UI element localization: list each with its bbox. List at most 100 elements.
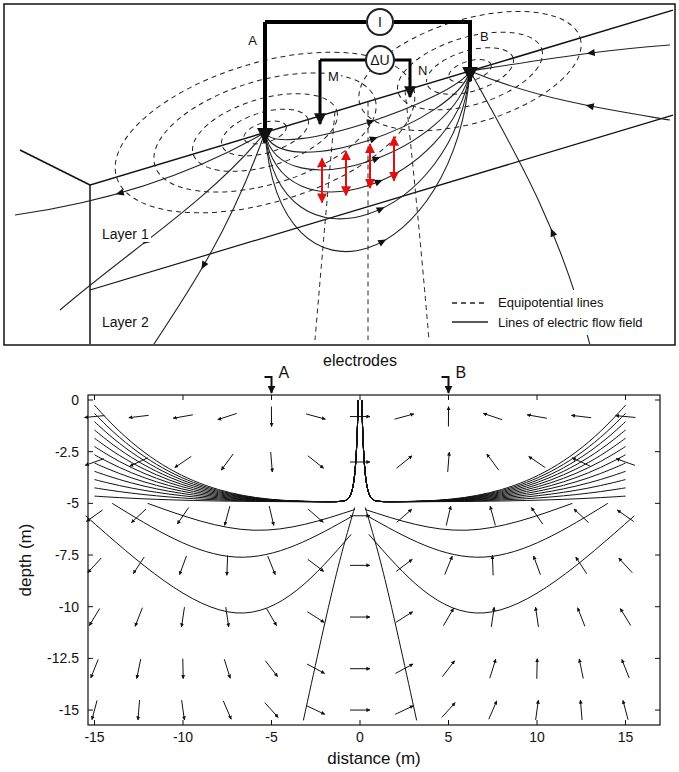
legend-entry: Equipotential lines: [450, 293, 643, 313]
field-vector: [487, 454, 499, 470]
field-vector: [223, 701, 231, 719]
field-curve: [95, 400, 359, 502]
field-curve: [95, 400, 359, 502]
field-vector: [445, 556, 452, 575]
field-vector: [266, 608, 276, 625]
equipotential-line: [388, 17, 551, 125]
field-vector: [536, 607, 539, 627]
red-double-arrow: [345, 151, 347, 195]
field-vector: [182, 607, 185, 627]
flow-arrowhead: [586, 49, 595, 57]
field-vector: [350, 617, 370, 618]
field-vector: [489, 701, 497, 719]
equipotential-line: [405, 91, 429, 341]
field-vector: [226, 607, 229, 627]
equipotential-line: [345, 5, 595, 154]
field-plot: [85, 395, 660, 725]
legend-sample: [450, 317, 490, 327]
field-curve: [95, 400, 359, 502]
field-vector: [442, 703, 455, 718]
field-vector: [307, 706, 325, 715]
field-curve: [369, 516, 634, 613]
flow-line: [60, 133, 265, 311]
electrode-label: A: [277, 364, 292, 382]
legend-text: Lines of electric flow field: [498, 313, 643, 333]
meter-circle: ΔU: [365, 45, 395, 75]
equipotential-line: [315, 112, 335, 341]
field-vector: [135, 608, 142, 627]
red-double-arrow: [321, 158, 323, 202]
field-vector: [572, 458, 590, 466]
field-vector: [268, 556, 275, 575]
field-vector: [442, 661, 454, 677]
field-vector: [536, 659, 537, 679]
tick-label: 5: [443, 729, 455, 745]
flow-line: [15, 133, 265, 216]
legend-entry: Lines of electric flow field: [450, 313, 643, 333]
tick-mark: [537, 395, 538, 725]
electrode-wire: [265, 22, 366, 143]
red-double-arrow: [393, 137, 395, 181]
field-curve: [362, 400, 626, 502]
field-vector: [534, 556, 541, 575]
tick-mark: [625, 395, 626, 725]
field-curve: [148, 503, 355, 530]
field-curve: [86, 516, 352, 613]
legend: Equipotential linesLines of electric flo…: [444, 290, 649, 335]
field-vector: [271, 407, 272, 427]
field-vector: [137, 659, 141, 679]
field-vector: [395, 706, 413, 715]
tick-mark: [88, 606, 660, 607]
tick-mark: [360, 395, 361, 725]
field-vector: [620, 608, 630, 625]
legend-line: [452, 322, 488, 323]
field-vector: [221, 454, 233, 470]
layer-label: Layer 1: [100, 226, 151, 242]
panel-frame: [4, 4, 675, 345]
field-curve: [362, 400, 626, 502]
field-curve: [365, 507, 416, 720]
field-vector: [224, 659, 230, 678]
tick-label: -10: [171, 729, 195, 745]
tick-label: 0: [354, 729, 366, 745]
field-vector: [490, 506, 495, 525]
tick-label: -15: [57, 702, 81, 718]
field-vector: [271, 452, 273, 472]
tick-mark: [88, 400, 660, 401]
field-vector: [226, 555, 228, 575]
field-vector: [490, 659, 496, 678]
field-curve: [95, 400, 359, 502]
field-vector: [576, 557, 587, 574]
field-curve: [367, 503, 608, 557]
axis-title: distance (m): [325, 749, 423, 769]
field-vector: [350, 668, 370, 669]
field-vector: [616, 459, 635, 466]
field-vector: [580, 700, 582, 720]
field-curve: [362, 400, 626, 502]
field-vector: [623, 700, 628, 719]
layer-label: Layer 2: [100, 314, 151, 330]
field-vector: [307, 664, 325, 673]
field-vector: [350, 515, 370, 516]
field-vector: [396, 612, 413, 623]
field-vector: [350, 565, 370, 566]
tick-mark: [271, 395, 272, 725]
tick-mark: [94, 395, 95, 725]
plot-frame: [88, 395, 660, 725]
electrode-wire: [394, 22, 470, 81]
tick-mark: [448, 395, 449, 725]
flow-arrowhead: [374, 177, 384, 187]
field-vector: [446, 506, 451, 525]
field-vector: [616, 416, 636, 418]
flow-arrowhead: [585, 102, 594, 110]
field-vector: [91, 659, 98, 678]
field-vector: [619, 558, 633, 573]
field-vector: [579, 659, 583, 679]
tick-label: -5: [263, 729, 279, 745]
field-vector: [265, 661, 277, 677]
field-vector: [308, 509, 323, 522]
block-edge: [20, 10, 673, 344]
field-curve: [95, 400, 359, 502]
meter-symbol: ΔU: [370, 53, 389, 67]
